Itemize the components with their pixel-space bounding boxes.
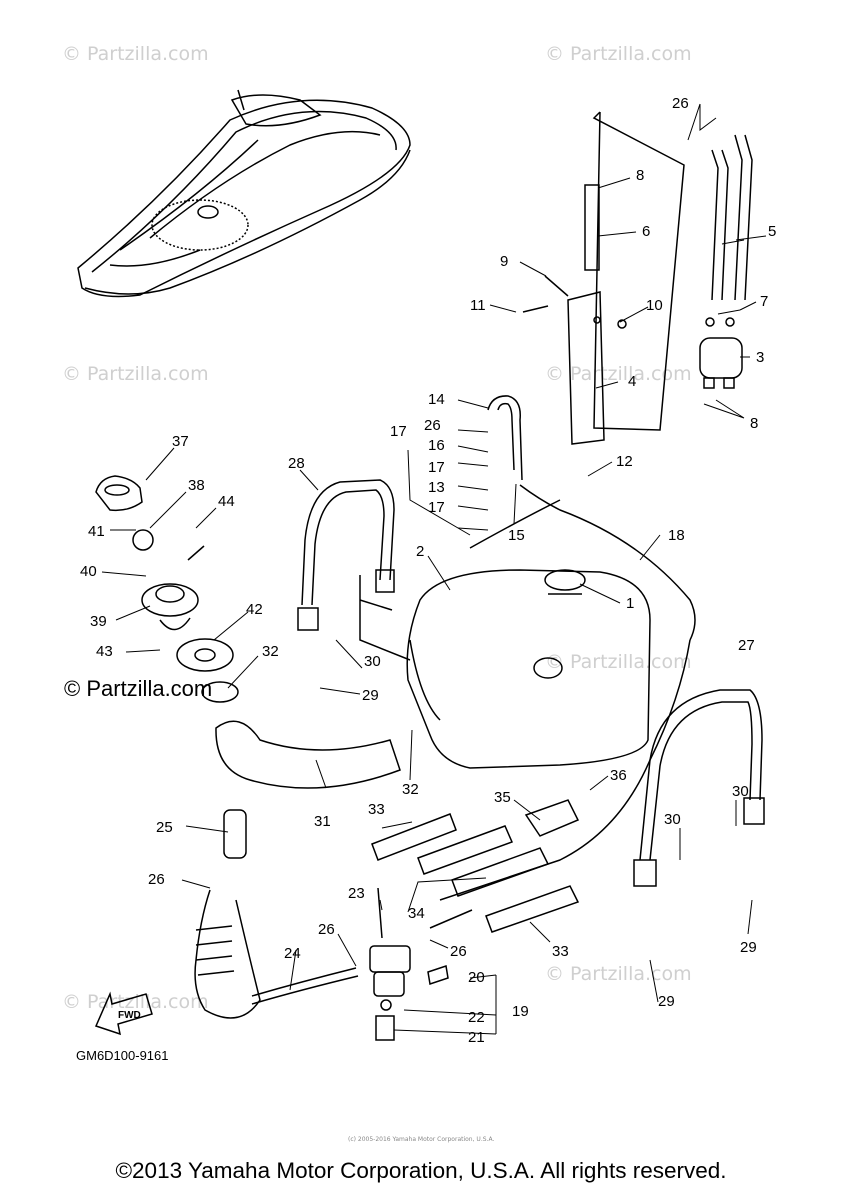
callout-28: 28 (288, 455, 305, 472)
callout-30: 30 (364, 653, 381, 670)
callout-2: 2 (416, 543, 424, 560)
fuel-level-tube (522, 184, 627, 445)
callout-19: 19 (512, 1003, 529, 1020)
watermark: © Partzilla.com (545, 651, 692, 673)
callout-16: 16 (428, 437, 445, 454)
diagram-code: GM6D100-9161 (76, 1048, 169, 1063)
tank-pads (371, 799, 580, 933)
callout-14: 14 (428, 391, 445, 408)
callout-30: 30 (732, 783, 749, 800)
gauge-assembly-frame (592, 111, 753, 431)
callout-34: 34 (408, 905, 425, 922)
callout-32: 32 (262, 643, 279, 660)
callout-42: 42 (246, 601, 263, 618)
callout-43: 43 (96, 643, 113, 660)
callout-29: 29 (658, 993, 675, 1010)
filler-cap-assembly (95, 475, 401, 789)
callout-12: 12 (616, 453, 633, 470)
callout-24: 24 (284, 945, 301, 962)
callout-33: 33 (552, 943, 569, 960)
callout-33: 33 (368, 801, 385, 818)
callout-26: 26 (148, 871, 165, 888)
callout-26: 26 (318, 921, 335, 938)
watermark: © Partzilla.com (62, 991, 209, 1013)
callout-20: 20 (468, 969, 485, 986)
fuel-tank (359, 499, 651, 769)
callout-41: 41 (88, 523, 105, 540)
callout-44: 44 (218, 493, 235, 510)
fine-print: (c) 2005-2016 Yamaha Motor Corporation, … (348, 1136, 494, 1143)
callout-5: 5 (768, 223, 776, 240)
callout-36: 36 (610, 767, 627, 784)
callout-numbers: 1 2 3 4 5 6 7 8 8 9 10 11 12 13 14 15 16… (80, 95, 776, 1046)
fwd-label: FWD (118, 1010, 141, 1021)
callout-17: 17 (428, 499, 445, 516)
callout-21: 21 (468, 1029, 485, 1046)
callout-6: 6 (642, 223, 650, 240)
callout-29: 29 (362, 687, 379, 704)
callout-3: 3 (756, 349, 764, 366)
callout-4: 4 (628, 373, 636, 390)
callout-10: 10 (646, 297, 663, 314)
callout-26: 26 (424, 417, 441, 434)
watermark: © Partzilla.com (62, 43, 209, 65)
callout-31: 31 (314, 813, 331, 830)
callout-22: 22 (468, 1009, 485, 1026)
callout-18: 18 (668, 527, 685, 544)
watermark: © Partzilla.com (545, 363, 692, 385)
watermarks: © Partzilla.com © Partzilla.com © Partzi… (62, 43, 692, 1013)
fuel-filter-assembly (194, 809, 473, 1041)
callout-30: 30 (664, 811, 681, 828)
callout-29: 29 (740, 939, 757, 956)
callout-35: 35 (494, 789, 511, 806)
forward-direction-arrow: FWD (94, 991, 153, 1036)
watermark: © Partzilla.com (545, 43, 692, 65)
callout-26: 26 (450, 943, 467, 960)
callout-37: 37 (172, 433, 189, 450)
watermark: © Partzilla.com (545, 963, 692, 985)
callout-23: 23 (348, 885, 365, 902)
callout-17: 17 (390, 423, 407, 440)
callout-11: 11 (470, 297, 486, 314)
copyright-notice: ©2013 Yamaha Motor Corporation, U.S.A. A… (115, 1158, 727, 1183)
callout-1: 1 (626, 595, 634, 612)
callout-17: 17 (428, 459, 445, 476)
leader-lines (101, 103, 767, 1035)
callout-9: 9 (500, 253, 508, 270)
callout-13: 13 (428, 479, 445, 496)
callout-15: 15 (508, 527, 525, 544)
watercraft-overview-drawing (77, 89, 411, 298)
callout-39: 39 (90, 613, 107, 630)
callout-27: 27 (738, 637, 755, 654)
callout-40: 40 (80, 563, 97, 580)
callout-32: 32 (402, 781, 419, 798)
watermark: © Partzilla.com (62, 363, 209, 385)
callout-7: 7 (760, 293, 768, 310)
callout-25: 25 (156, 819, 173, 836)
watermark-dark: © Partzilla.com (64, 676, 212, 701)
tank-straps (297, 479, 765, 887)
callout-8: 8 (636, 167, 644, 184)
callout-8: 8 (750, 415, 758, 432)
callout-26: 26 (672, 95, 689, 112)
callout-38: 38 (188, 477, 205, 494)
